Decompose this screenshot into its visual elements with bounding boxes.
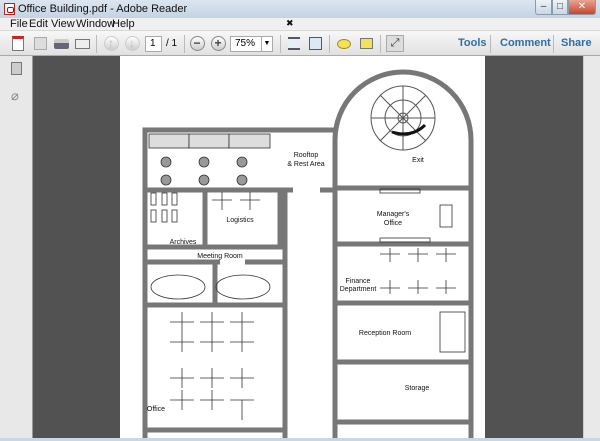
menu-bar: File Edit View Window Help ✖ (0, 18, 600, 31)
print-icon[interactable] (52, 35, 70, 52)
label-meeting-room: Meeting Room (197, 253, 243, 260)
previous-page-icon[interactable]: ↑ (102, 35, 120, 52)
zoom-in-icon[interactable]: + (209, 35, 227, 52)
comment-pane-button[interactable]: Comment (500, 37, 551, 49)
menu-help[interactable]: Help (112, 18, 135, 30)
toolbar: ↑ ↓ 1 / 1 − + 75% ▼ ⤢ Tools Comment Shar… (0, 31, 600, 56)
office-floor-plan: Rooftop & Rest Area Exit Archives Logist… (142, 69, 474, 438)
label-exit: Exit (412, 157, 424, 164)
attachments-icon[interactable]: ⌀ (11, 88, 19, 103)
maximize-button[interactable]: □ (552, 0, 568, 15)
label-manager-1: Manager's (377, 211, 410, 218)
highlight-icon[interactable] (357, 35, 375, 52)
label-logistics: Logistics (226, 217, 254, 224)
full-width-icon[interactable] (306, 35, 324, 52)
room-labels: Rooftop & Rest Area Exit Archives Logist… (147, 152, 429, 413)
zoom-out-icon[interactable]: − (188, 35, 206, 52)
archive-shelves (150, 192, 178, 223)
spiral-staircase (370, 85, 436, 151)
label-storage: Storage (405, 385, 430, 392)
save-icon[interactable] (31, 35, 49, 52)
wall (145, 262, 285, 308)
planters (148, 133, 271, 149)
menu-window[interactable]: Window (76, 18, 116, 30)
label-finance-2: Department (340, 286, 377, 293)
pdf-app-icon (4, 3, 15, 15)
share-pane-button[interactable]: Share (561, 37, 592, 49)
round-tables (160, 156, 248, 186)
title-bar: Office Building.pdf - Adobe Reader – □ ✕ (0, 0, 600, 18)
window-title: Office Building.pdf - Adobe Reader (18, 3, 188, 15)
email-icon[interactable] (73, 35, 91, 52)
close-document-icon[interactable]: ✖ (286, 18, 294, 28)
label-rooftop-2: & Rest Area (287, 161, 324, 168)
vertical-scrollbar[interactable] (583, 56, 600, 438)
label-archives: Archives (170, 239, 197, 246)
next-page-icon[interactable]: ↓ (123, 35, 141, 52)
navigation-pane: ⌀ (0, 56, 33, 438)
pages-panel-icon[interactable] (11, 62, 22, 75)
label-office: Office (147, 406, 165, 413)
wall (335, 185, 471, 425)
read-mode-icon[interactable]: ⤢ (386, 35, 404, 52)
label-reception: Reception Room (359, 330, 411, 337)
create-pdf-icon[interactable] (9, 35, 27, 52)
zoom-dropdown-icon[interactable]: ▼ (261, 36, 273, 52)
document-viewer: Rooftop & Rest Area Exit Archives Logist… (33, 56, 583, 438)
label-manager-2: Office (384, 220, 402, 227)
page-total: / 1 (166, 38, 178, 49)
pdf-page: Rooftop & Rest Area Exit Archives Logist… (120, 56, 485, 438)
label-finance-1: Finance (346, 278, 371, 285)
wall (142, 127, 335, 438)
menu-edit[interactable]: Edit (29, 18, 48, 30)
tools-pane-button[interactable]: Tools (458, 37, 487, 49)
minimize-button[interactable]: – (535, 0, 552, 15)
wall (145, 244, 285, 265)
menu-file[interactable]: File (10, 18, 28, 30)
zoom-level-select[interactable]: 75% (230, 36, 262, 52)
page-number-input[interactable]: 1 (145, 36, 162, 52)
close-button[interactable]: ✕ (568, 0, 596, 15)
wall (202, 190, 283, 247)
label-rooftop-1: Rooftop (294, 152, 319, 159)
workstations (150, 188, 466, 420)
wall (332, 69, 474, 438)
sticky-note-icon[interactable] (335, 35, 353, 52)
menu-view[interactable]: View (51, 18, 75, 30)
fit-page-icon[interactable] (285, 35, 303, 52)
